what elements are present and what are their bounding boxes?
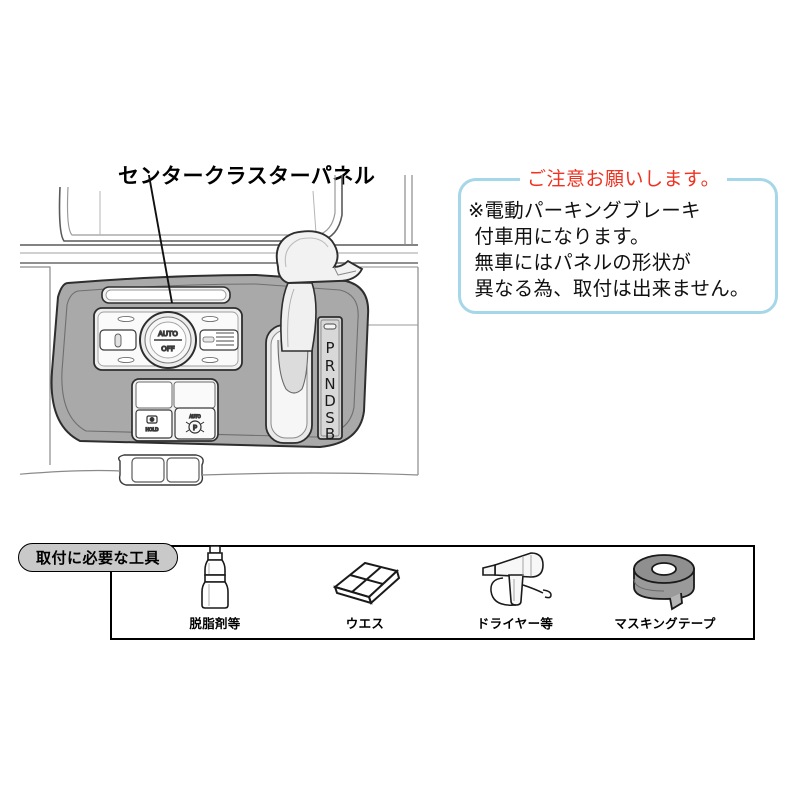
masking-tape-icon (626, 545, 704, 611)
hold-switch-label: HOLD (146, 427, 159, 433)
climate-off-label: OFF (161, 345, 175, 353)
tool-caption: 脱脂剤等 (189, 616, 241, 631)
svg-text:N: N (324, 375, 335, 393)
notice-body: ※電動パーキングブレーキ 付車用になります。 無車にはパネルの形状が 異なる為、… (468, 199, 750, 300)
svg-text:AUTO: AUTO (189, 414, 200, 419)
climate-auto-label: AUTO (158, 330, 178, 338)
svg-text:D: D (324, 392, 336, 410)
svg-text:P: P (325, 339, 334, 357)
tool-item: ウエス (290, 545, 440, 640)
leader-line (147, 175, 173, 304)
notice-box (458, 178, 778, 314)
svg-text:R: R (325, 357, 335, 375)
tool-item: 脱脂剤等 (140, 545, 290, 640)
tool-item: マスキングテープ (590, 545, 740, 640)
svg-text:B: B (325, 425, 335, 443)
tools-list: 脱脂剤等 ウエス (140, 545, 740, 640)
hair-dryer-icon (473, 545, 557, 611)
epb-switch-label: P (193, 424, 197, 432)
tool-caption: ドライヤー等 (476, 616, 554, 631)
spray-bottle-icon (192, 543, 238, 611)
page-title: センタークラスターパネル (118, 164, 376, 188)
tool-item: ドライヤー等 (440, 545, 590, 640)
svg-text:S: S (325, 409, 335, 427)
center-cluster-illustration: AUTO OFF HOLD AUTO P (20, 175, 450, 505)
tool-caption: マスキングテープ (614, 616, 716, 631)
cloth-icon (325, 545, 405, 611)
tool-caption: ウエス (345, 616, 385, 631)
gear-indicator-letters: P R N D S B (324, 339, 336, 443)
tools-section-label: 取付に必要な工具 (18, 543, 178, 572)
tools-section-label-text: 取付に必要な工具 (35, 549, 160, 567)
notice-title: ご注意お願いします。 (520, 164, 728, 191)
